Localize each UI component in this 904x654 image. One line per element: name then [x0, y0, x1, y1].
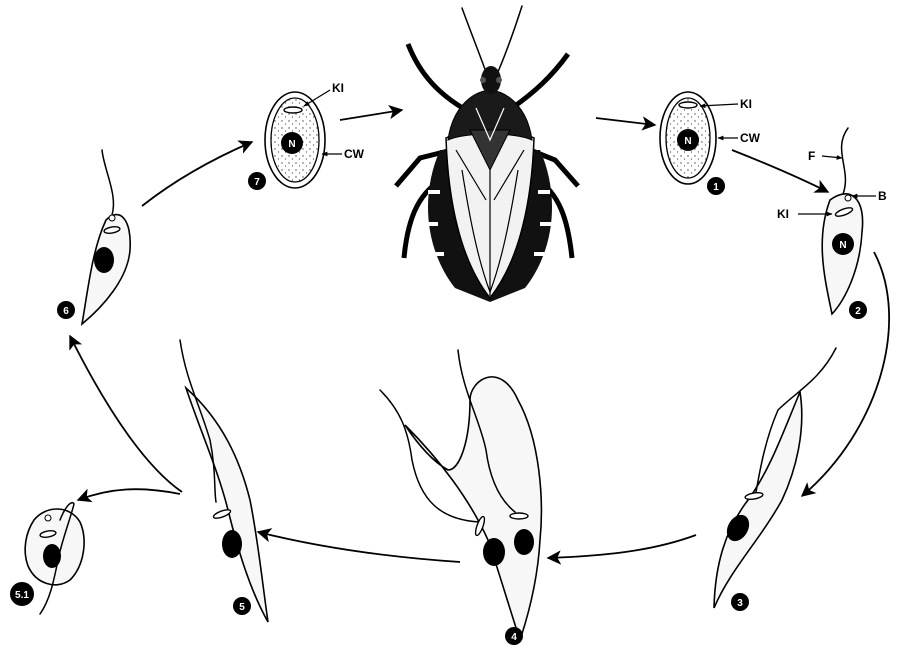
stage-number-3: 3 [737, 598, 743, 609]
stage-number-2: 2 [855, 306, 861, 317]
arrow-7-to-bug [340, 110, 402, 120]
stage-2-cell: N F B KI 2 [777, 128, 887, 319]
stage-number-5-1: 5.1 [15, 590, 29, 601]
stage-number-1: 1 [713, 182, 719, 193]
nucleus-label: N [288, 139, 295, 150]
arrow-5-to-5-1 [78, 489, 180, 500]
stage-number-5: 5 [239, 602, 245, 613]
flagellum-label: F [808, 149, 815, 163]
arrow-4-to-5 [258, 532, 460, 562]
stage-number-4: 4 [511, 632, 517, 643]
arrow-3-to-4 [548, 535, 696, 558]
cell-wall-label: CW [344, 147, 365, 161]
basal-body-label: B [878, 189, 887, 203]
stage-7-cyst: N KI CW 7 [248, 81, 365, 190]
kinetoplast-label: KI [740, 97, 752, 111]
arrow-6-to-7 [142, 142, 252, 206]
arrow-5-to-6 [70, 336, 182, 492]
kinetoplast-label: KI [777, 207, 789, 221]
stage-number-6: 6 [63, 306, 69, 317]
arrow-bug-to-1 [596, 118, 655, 125]
stage-3-cell: 3 [714, 348, 836, 611]
stage-1-cyst: N KI CW 1 [660, 92, 761, 195]
cell-wall-label: CW [740, 131, 761, 145]
stage-5-cell: 5 [180, 340, 268, 622]
stage-4-dividing-cell: 4 [380, 350, 541, 645]
kinetoplast-label: KI [332, 81, 344, 95]
stage-6-cell: 6 [57, 150, 130, 324]
triatomine-bug-illustration [396, 6, 578, 302]
nucleus-label: N [839, 240, 846, 251]
stage-number-7: 7 [254, 177, 260, 188]
stage-5-1-cell: 5.1 [10, 503, 84, 614]
nucleus-label: N [684, 136, 691, 147]
